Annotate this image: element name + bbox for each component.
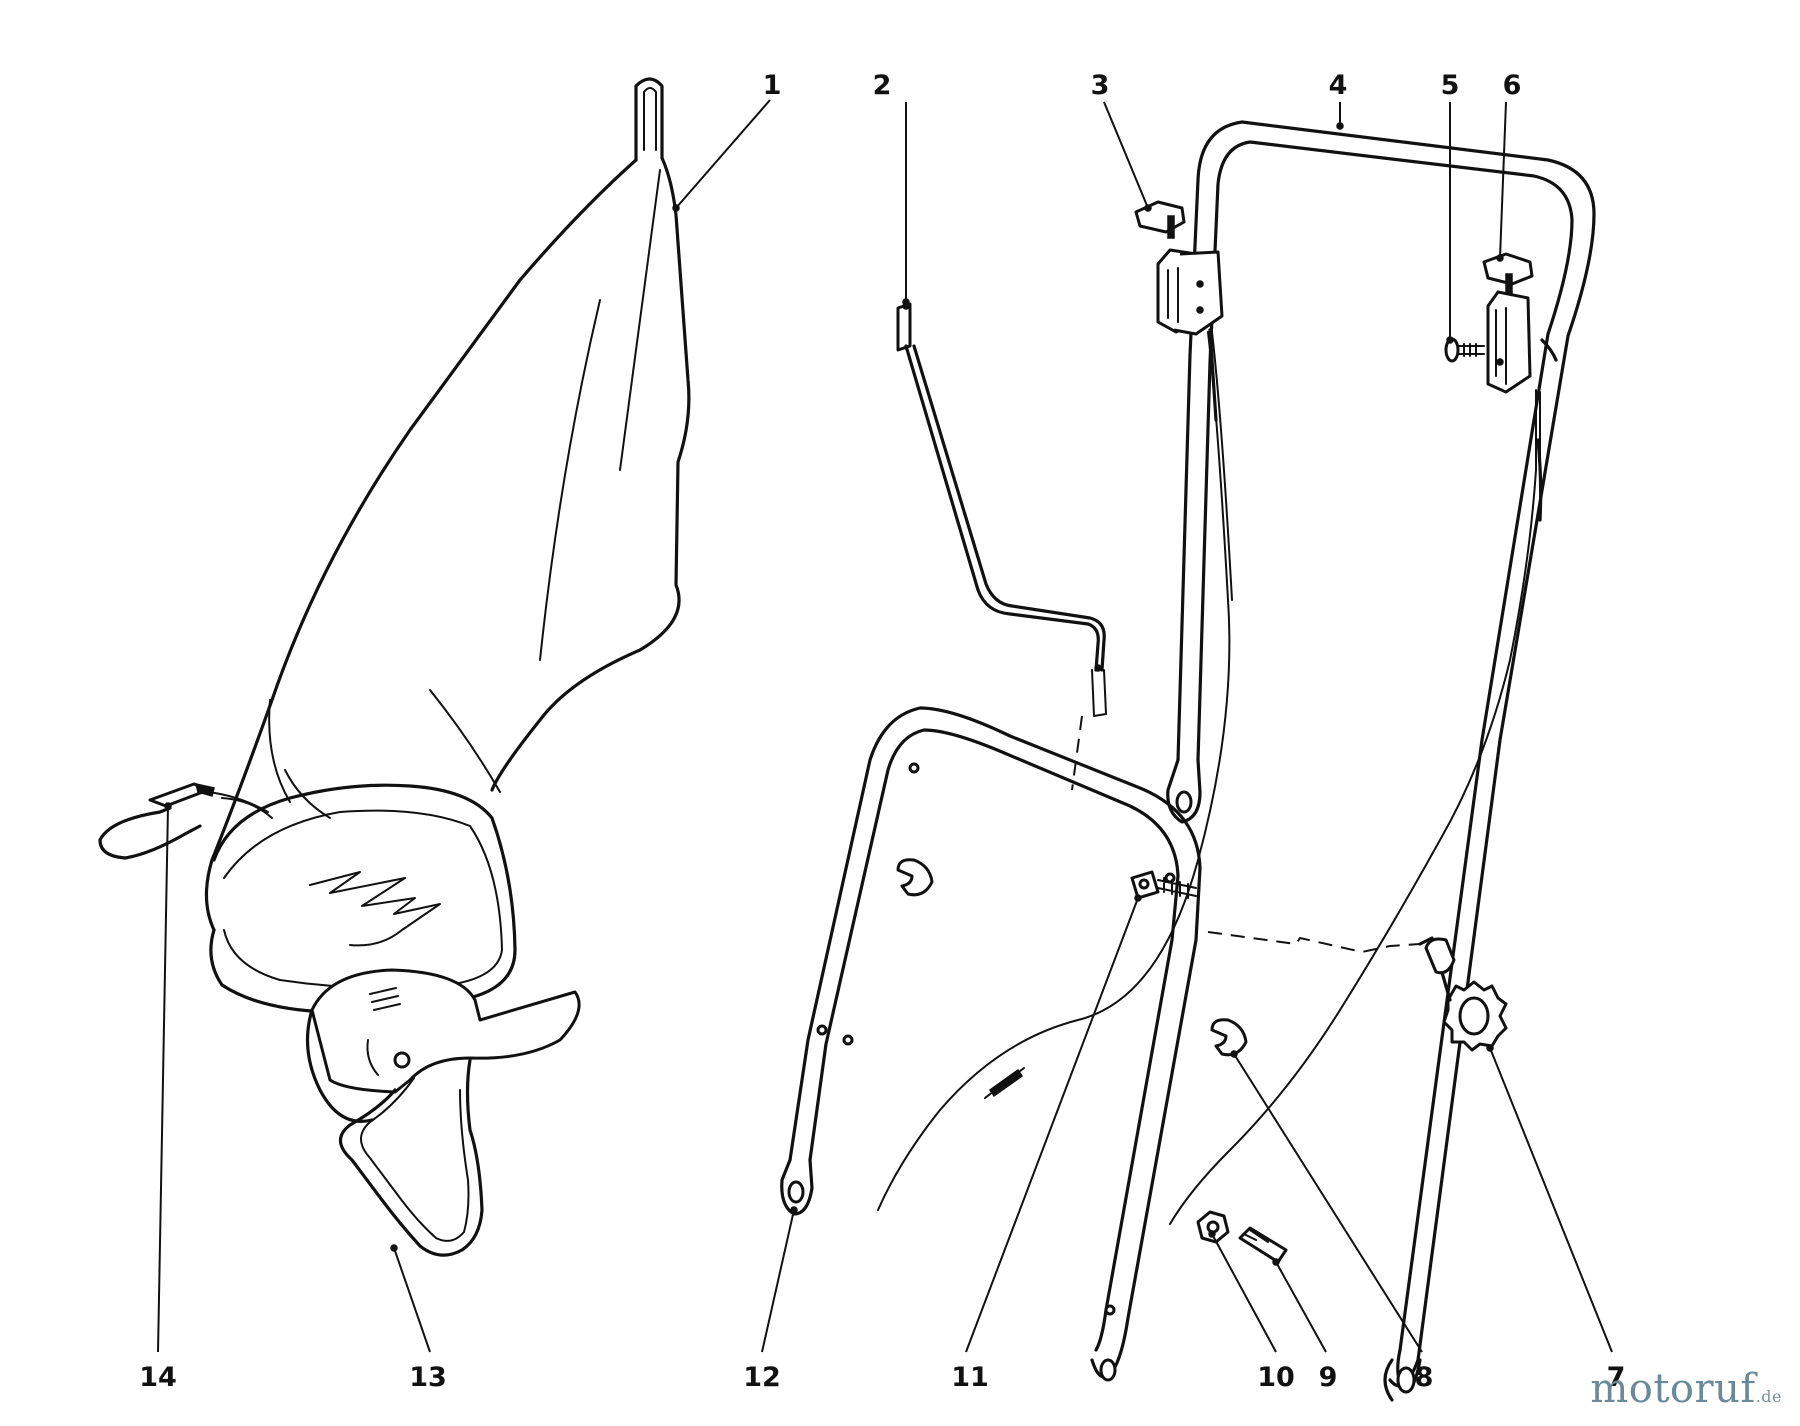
callout-7: 7 bbox=[1607, 1362, 1626, 1393]
callout-12: 12 bbox=[743, 1362, 781, 1393]
callout-11: 11 bbox=[951, 1362, 989, 1393]
control-cables bbox=[877, 328, 1558, 1225]
callout-2: 2 bbox=[873, 70, 892, 101]
eyebolt bbox=[1130, 870, 1197, 900]
control-lever-left bbox=[1134, 200, 1224, 336]
callout-1: 1 bbox=[763, 70, 782, 101]
bag-frame bbox=[305, 968, 581, 1257]
watermark-logo: motoruf.de bbox=[1590, 1366, 1782, 1412]
nut-and-stud bbox=[1196, 1210, 1288, 1264]
bag-latch bbox=[98, 782, 215, 860]
callout-14: 14 bbox=[139, 1362, 177, 1393]
callout-13: 13 bbox=[409, 1362, 447, 1393]
grass-bag bbox=[204, 77, 691, 1014]
callout-8: 8 bbox=[1415, 1362, 1434, 1393]
cable-clip-lower bbox=[896, 858, 934, 897]
lower-handle bbox=[780, 706, 1202, 1382]
callout-9: 9 bbox=[1319, 1362, 1338, 1393]
watermark-brand: motoruf bbox=[1590, 1366, 1756, 1412]
watermark-tld: .de bbox=[1755, 1387, 1782, 1406]
callout-3: 3 bbox=[1091, 70, 1110, 101]
callout-labels: 1 2 3 4 5 6 7 8 9 10 11 12 13 14 bbox=[139, 70, 1625, 1393]
callout-5: 5 bbox=[1441, 70, 1460, 101]
control-rod bbox=[896, 302, 1107, 717]
control-lever-right bbox=[1482, 252, 1534, 394]
callout-10: 10 bbox=[1257, 1362, 1295, 1393]
handle-knob bbox=[1418, 936, 1508, 1052]
callout-4: 4 bbox=[1329, 70, 1348, 101]
cable-clip-8 bbox=[1210, 1018, 1248, 1057]
callout-leaders bbox=[157, 99, 1613, 1353]
upper-handle bbox=[1166, 120, 1596, 1402]
callout-6: 6 bbox=[1503, 70, 1522, 101]
assembly-guides bbox=[1071, 715, 1421, 954]
